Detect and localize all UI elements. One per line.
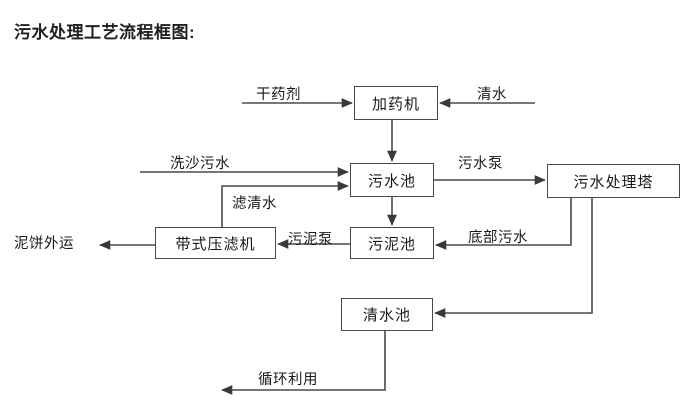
node-treatment-tower[interactable]: 污水处理塔 [547, 164, 680, 198]
node-belt-press[interactable]: 带式压滤机 [155, 227, 276, 259]
edge-label-recycle-reuse: 循环利用 [258, 372, 318, 388]
edge-clear-pool-to-recycle [221, 331, 386, 395]
terminal-label-dry-reagent: 干药剂 [256, 87, 301, 103]
terminal-label-clean-water: 清水 [477, 87, 507, 103]
node-dosing-machine[interactable]: 加药机 [354, 86, 438, 120]
edge-label-sewage-pump: 污水泵 [458, 156, 503, 172]
edge-filtrate-to-sewage-pool [221, 181, 349, 227]
terminal-label-sand-wash-water: 洗沙污水 [170, 156, 230, 172]
edge-label-sludge-pump: 污泥泵 [288, 232, 333, 248]
node-clear-pool[interactable]: 清水池 [341, 298, 433, 331]
edge-tower-to-sludge-pool [435, 198, 572, 250]
page-title: 污水处理工艺流程框图: [14, 23, 196, 42]
edge-tower-to-clear-pool [434, 198, 593, 318]
edge-label-filtrate: 滤清水 [232, 196, 277, 212]
terminal-label-mud-cake-out: 泥饼外运 [14, 236, 74, 252]
edge-label-bottom-sewage: 底部污水 [468, 230, 528, 246]
node-sludge-pool[interactable]: 污泥池 [350, 227, 434, 259]
node-sewage-pool[interactable]: 污水池 [350, 163, 434, 197]
